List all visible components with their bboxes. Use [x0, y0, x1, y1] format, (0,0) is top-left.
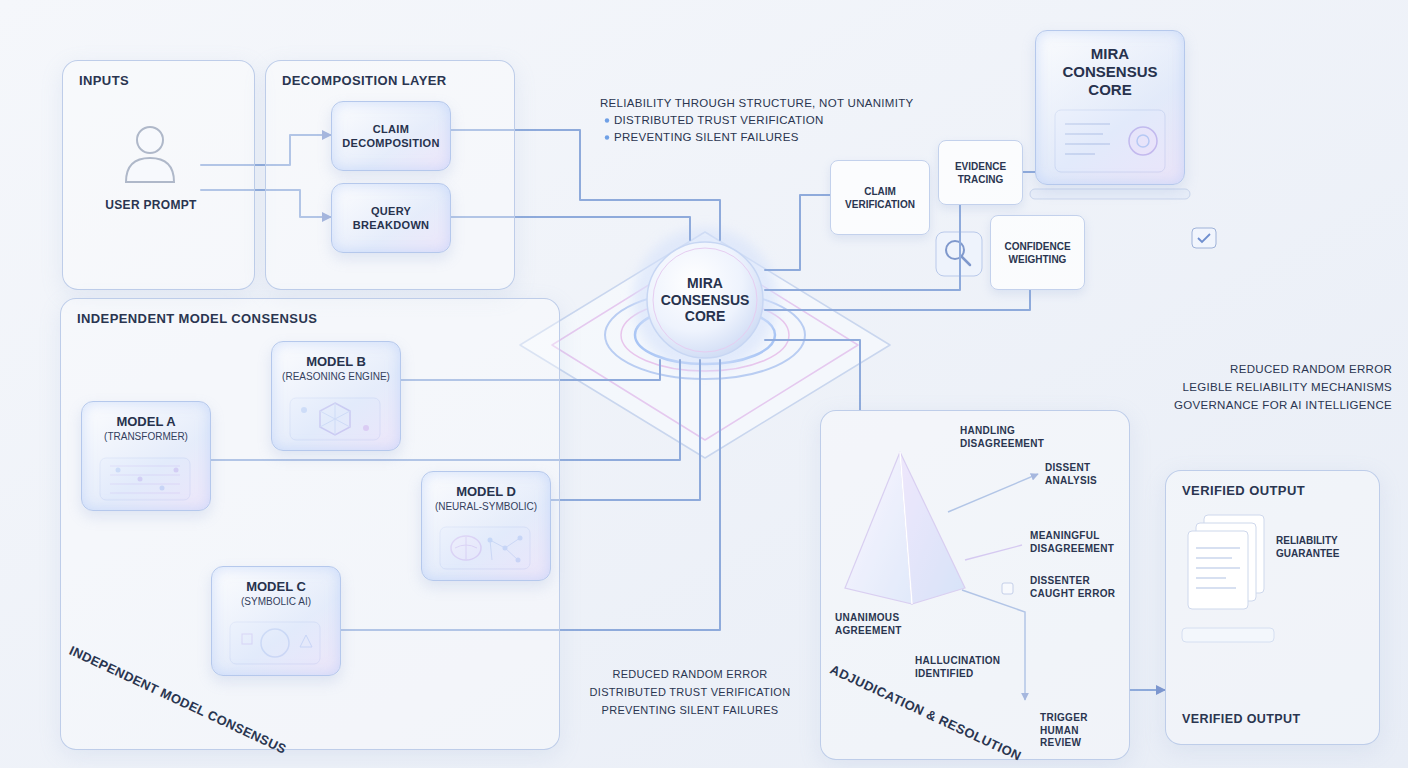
node-heading: DECOMPOSITION LAYER	[282, 73, 498, 88]
label-box: HALLUCINATION IDENTIFIED	[915, 655, 1010, 680]
process-cube: CLAIM DECOMPOSITION	[331, 101, 451, 171]
connector	[765, 195, 830, 270]
verification-card: EVIDENCE TRACING	[938, 140, 1023, 205]
node-heading: USER PROMPT	[105, 198, 196, 212]
connector	[765, 290, 1030, 310]
model-cube: MODEL A (TRANSFORMER)	[81, 401, 211, 511]
model-cube: MODEL B (REASONING ENGINE)	[271, 341, 401, 451]
node-heading: MIRA CONSENSUS CORE	[655, 275, 755, 325]
annotation-label: REDUCED RANDOM ERROR	[1130, 362, 1392, 376]
annotation-label: LEGIBLE RELIABILITY MECHANISMS	[1130, 380, 1392, 394]
annotation-label: REDUCED RANDOM ERROR	[560, 668, 820, 682]
annotation-label: PREVENTING SILENT FAILURES	[614, 130, 799, 144]
node-heading: MODEL B	[306, 354, 366, 369]
model-cube: MODEL D (NEURAL-SYMBOLIC)	[421, 471, 551, 581]
annotation-label: RELIABILITY THROUGH STRUCTURE, NOT UNANI…	[600, 96, 914, 110]
consensus-cube: MIRA CONSENSUS CORE	[1035, 30, 1185, 185]
annotation-label: PREVENTING SILENT FAILURES	[560, 704, 820, 718]
node-heading: EVIDENCE TRACING	[943, 160, 1018, 186]
annotation-label: DISSENTER CAUGHT ERROR	[1030, 575, 1125, 600]
check-icon	[1192, 228, 1216, 248]
label-box: DISSENT ANALYSIS	[1045, 462, 1125, 487]
label-box: DISSENTER CAUGHT ERROR	[1030, 575, 1125, 600]
label-box: DISTRIBUTED TRUST VERIFICATION	[614, 113, 824, 127]
label-box: DISTRIBUTED TRUST VERIFICATION	[560, 686, 820, 700]
annotation-label: MEANINGFUL DISAGREEMENT	[1030, 530, 1125, 555]
annotation-label: HALLUCINATION IDENTIFIED	[915, 655, 1010, 680]
annotation-label: TRIGGER HUMAN REVIEW	[1040, 712, 1120, 750]
model-cube: MODEL C (SYMBOLIC AI)	[211, 566, 341, 676]
annotation-label: DISTRIBUTED TRUST VERIFICATION	[614, 113, 824, 127]
node-heading: MODEL A	[116, 414, 175, 429]
label-box: REDUCED RANDOM ERROR	[1130, 362, 1392, 376]
annotation-label: GOVERNANCE FOR AI INTELLIGENCE	[1130, 398, 1392, 412]
annotation-label: DISSENT ANALYSIS	[1045, 462, 1125, 487]
node-heading: MIRA CONSENSUS CORE	[1055, 45, 1165, 99]
user-input: USER PROMPT	[101, 119, 201, 216]
group-panel: INPUTS USER PROMPT	[62, 60, 255, 290]
edge-caption: INDEPENDENT MODEL CONSENSUS	[67, 643, 289, 758]
label-box: RELIABILITY THROUGH STRUCTURE, NOT UNANI…	[600, 96, 914, 110]
core-platform	[633, 228, 777, 372]
connector	[551, 360, 700, 500]
node-text: (NEURAL-SYMBOLIC)	[435, 501, 537, 512]
node-heading: INPUTS	[79, 73, 238, 88]
node-heading: MODEL C	[246, 579, 306, 594]
label-box: PREVENTING SILENT FAILURES	[560, 704, 820, 718]
label-box: UNANIMOUS AGREEMENT	[835, 612, 925, 637]
node-text: VERIFIED OUTPUT	[1182, 712, 1301, 726]
label-box: TRIGGER HUMAN REVIEW	[1040, 712, 1120, 750]
connector	[765, 340, 860, 410]
label-box: HANDLING DISAGREEMENT	[960, 425, 1070, 450]
node-heading: CONFIDENCE WEIGHTING	[995, 240, 1080, 266]
label-box: LEGIBLE RELIABILITY MECHANISMS	[1130, 380, 1392, 394]
label-box: MEANINGFUL DISAGREEMENT	[1030, 530, 1125, 555]
check-icon	[1192, 228, 1216, 248]
annotation-label: DISTRIBUTED TRUST VERIFICATION	[560, 686, 820, 700]
bullet-dot	[605, 135, 609, 139]
node-text: (REASONING ENGINE)	[282, 371, 390, 382]
bullet-dot	[605, 118, 609, 122]
verification-card: CLAIM VERIFICATION	[830, 160, 930, 235]
core-ring	[653, 248, 757, 352]
node-heading: QUERY BREAKDOWN	[338, 204, 444, 233]
annotation-label: HANDLING DISAGREEMENT	[960, 425, 1070, 450]
verification-card: CONFIDENCE WEIGHTING	[990, 215, 1085, 290]
node-text: (TRANSFORMER)	[104, 431, 188, 442]
annotation-label: UNANIMOUS AGREEMENT	[835, 612, 925, 637]
process-cube: QUERY BREAKDOWN	[331, 183, 451, 253]
check-icon	[1198, 234, 1210, 242]
connector	[1130, 689, 1165, 691]
group-panel: DECOMPOSITION LAYER CLAIM DECOMPOSITION QU…	[265, 60, 515, 290]
node-text: (SYMBOLIC AI)	[241, 596, 311, 607]
bullet-dot	[605, 118, 609, 139]
label-box: PREVENTING SILENT FAILURES	[614, 130, 799, 144]
cube-screen	[1030, 189, 1190, 199]
node-heading: VERIFIED OUTPUT	[1182, 483, 1305, 498]
core-sphere	[647, 242, 763, 358]
label-box: INDEPENDENT MODEL CONSENSUS	[70, 640, 308, 658]
connector	[1023, 171, 1035, 173]
consensus-core: MIRA CONSENSUS CORE	[645, 240, 765, 360]
label-box: GOVERNANCE FOR AI INTELLIGENCE	[1130, 398, 1392, 412]
magnifier-icon	[961, 256, 970, 265]
node-heading: MODEL D	[456, 484, 516, 499]
node-heading: INDEPENDENT MODEL CONSENSUS	[77, 311, 543, 326]
output-panel: VERIFIED OUTPUT RELIABILITY GUARANTEE VERI…	[1165, 470, 1380, 745]
label-box: REDUCED RANDOM ERROR	[560, 668, 820, 682]
node-heading: CLAIM VERIFICATION	[835, 185, 925, 211]
node-heading: CLAIM DECOMPOSITION	[338, 122, 444, 151]
node-text: RELIABILITY GUARANTEE	[1276, 534, 1361, 560]
